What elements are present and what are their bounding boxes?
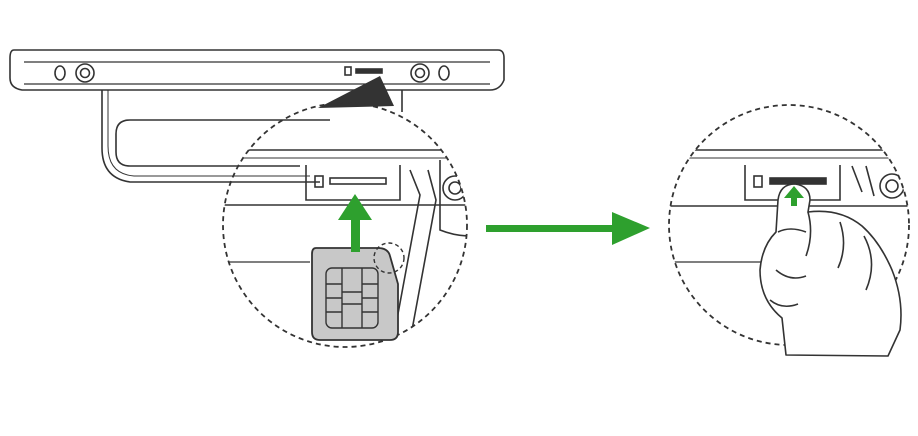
arrow-right-icon bbox=[486, 212, 650, 245]
hand-icon bbox=[759, 183, 902, 357]
magnifier-right-icon bbox=[668, 104, 910, 357]
arrow-up-icon bbox=[338, 194, 372, 252]
magnifier-left-icon bbox=[222, 102, 468, 348]
sim-card-icon bbox=[311, 242, 405, 341]
callout-wedge bbox=[318, 76, 394, 108]
arrow-up-small-icon bbox=[784, 186, 804, 206]
device-outline-icon bbox=[9, 49, 505, 183]
